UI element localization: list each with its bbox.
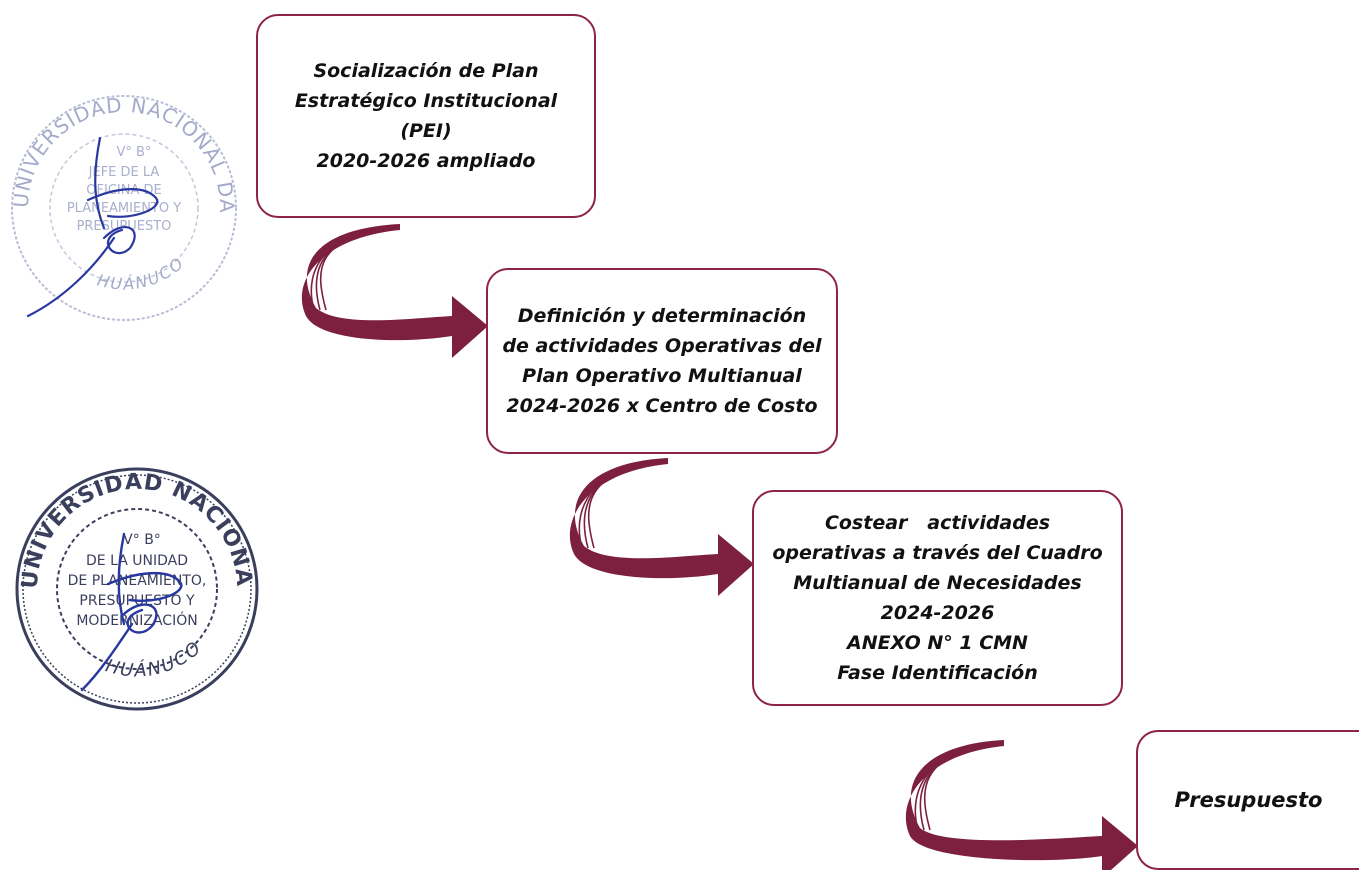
svg-text:UNIVERSIDAD NACIONAL DANIEL AL: UNIVERSIDAD NACIONAL DANIEL ALOMÍA ROBLE…	[12, 464, 256, 590]
step-2-line-1: Definición y determinación	[517, 305, 807, 327]
step-3-line-5: ANEXO N° 1 CMN	[847, 632, 1028, 654]
svg-text:HUÁNUCO: HUÁNUCO	[95, 253, 188, 294]
seal-1-center-line-2: JEFE DE LA	[88, 165, 160, 180]
seal-2-ring-text: UNIVERSIDAD NACIONAL DANIEL ALOMÍA ROBLE…	[12, 464, 255, 590]
step-1-line-4: 2020-2026 ampliado	[316, 150, 536, 172]
flow-arrow-1-strand	[315, 225, 391, 311]
step-1-line-1: Socialización de Plan	[313, 60, 539, 82]
flow-arrow-2-strand	[578, 459, 665, 549]
step-box-presupuesto: Presupuesto	[1136, 730, 1359, 870]
seal-1-ring-text: UNIVERSIDAD NACIONAL DANIEL ALOMÍA ROBLE…	[4, 88, 238, 214]
step-box-cmn-costing: Costear actividades operativas a través …	[752, 490, 1123, 706]
flow-arrow-1-strand	[319, 225, 385, 311]
flow-arrow-3	[905, 740, 1138, 870]
seal-2-center-line-4: PRESUPUESTO Y	[79, 593, 195, 609]
approval-seal-2: UNIVERSIDAD NACIONAL DANIEL ALOMÍA ROBLE…	[12, 464, 259, 711]
step-3-line-1: Costear actividades	[824, 512, 1051, 534]
seal-2-bottom-text: HUÁNUCO	[103, 637, 204, 682]
seal-1-center-line-3: OFICINA DE	[86, 183, 161, 198]
approval-seal-1: UNIVERSIDAD NACIONAL DANIEL ALOMÍA ROBLE…	[4, 88, 239, 321]
seal-1-center-line-5: PRESUPUESTO	[77, 219, 172, 234]
step-box-pom-activities: Definición y determinación de actividade…	[486, 268, 838, 454]
step-3-line-3: Multianual de Necesidades	[793, 572, 1082, 594]
flow-arrow-3-strand	[914, 741, 1001, 831]
svg-text:UNIVERSIDAD NACIONAL DANIEL AL: UNIVERSIDAD NACIONAL DANIEL ALOMÍA ROBLE…	[4, 88, 239, 214]
seal-2-signature	[80, 532, 183, 692]
step-2-line-2: de actividades Operativas del	[502, 335, 822, 357]
seal-1-signature	[26, 136, 159, 318]
seal-2-center-line-5: MODERNIZACIÓN	[76, 611, 197, 629]
step-box-pei-socialization: Socialización de Plan Estratégico Instit…	[256, 14, 596, 218]
step-2-line-3: Plan Operativo Multianual	[522, 365, 802, 387]
step-1-line-2: Estratégico Institucional	[294, 90, 558, 112]
seal-2-center-line-1: V° B°	[123, 532, 161, 548]
step-3-line-6: Fase Identificación	[837, 662, 1038, 684]
flow-arrow-1-strand	[310, 225, 397, 311]
seal-2-center-line-2: DE LA UNIDAD	[86, 553, 188, 569]
step-1-line-3: (PEI)	[400, 120, 452, 142]
seal-1-bottom-text: HUÁNUCO	[95, 253, 186, 294]
flow-arrow-2-strand	[587, 459, 653, 549]
step-2-line-4: 2024-2026 x Centro de Costo	[506, 395, 818, 417]
step-3-line-4: 2024-2026	[880, 602, 995, 624]
seal-2-center-line-3: DE PLANEAMIENTO,	[68, 573, 207, 589]
step-3-line-2: operativas a través del Cuadro	[772, 542, 1103, 564]
flow-arrow-3-strand	[923, 741, 989, 831]
seal-1-center-line-1: V° B°	[117, 145, 152, 160]
flow-arrow-2	[569, 458, 754, 596]
flow-arrow-1	[301, 224, 488, 358]
flow-arrow-2-strand	[583, 459, 659, 549]
flow-arrow-3-strand	[919, 741, 995, 831]
seal-1-center-line-4: PLANEAMIENTO Y	[67, 201, 181, 216]
step-4-line-1: Presupuesto	[1174, 788, 1323, 812]
svg-text:HUÁNUCO: HUÁNUCO	[103, 637, 206, 682]
